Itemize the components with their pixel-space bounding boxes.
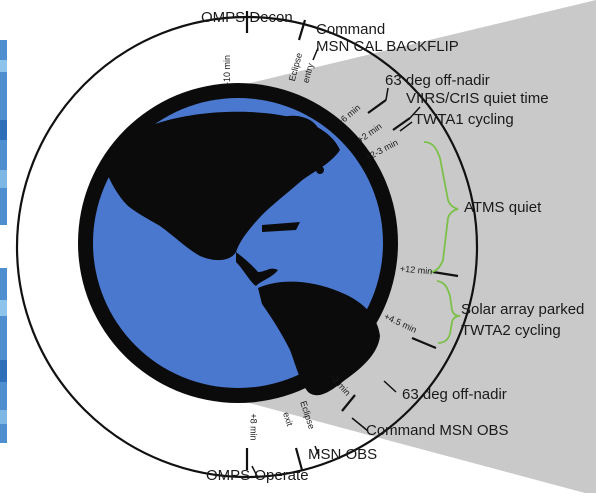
tick-label-plus8: +8 min	[248, 413, 259, 441]
label-twta2-cycling: TWTA2 cycling	[461, 322, 561, 339]
label-msn-cal-backflip: MSN CAL BACKFLIP	[316, 38, 459, 55]
green-brackets	[423, 141, 461, 344]
label-command: Command	[316, 21, 386, 38]
atms-quiet-bracket	[423, 141, 459, 273]
solar-array-bracket	[436, 280, 461, 344]
tick-label-minus10: -10 min	[222, 54, 233, 86]
leader-lines	[251, 47, 421, 479]
label-atms-quiet: ATMS quiet	[464, 199, 542, 216]
orbit-ticks	[245, 11, 459, 471]
label-solar-array-parked: Solar array parked	[461, 301, 585, 318]
tick-plus2	[392, 117, 411, 131]
tick-plus12	[432, 270, 459, 278]
earth	[78, 83, 398, 403]
label-omps-decon: OMPS Decon	[201, 9, 293, 26]
tick-eclipse-entry	[297, 19, 307, 41]
label-viirs-cris-quiet: VIIRS/CrIS quiet time	[406, 90, 549, 107]
left-edge-map-strips	[0, 40, 7, 443]
tick-minus3	[341, 394, 356, 412]
label-omps-operate: OMPS Operate	[206, 467, 309, 484]
label-command-msn-obs: Command MSN OBS	[366, 422, 509, 439]
label-off-nadir-bottom: 63 deg off-nadir	[402, 386, 507, 403]
label-off-nadir-top: 63 deg off-nadir	[385, 72, 490, 89]
tick-plus4-5	[411, 336, 437, 350]
tick-eclipse-exit	[294, 447, 304, 471]
label-msn-obs: MSN OBS	[308, 446, 378, 463]
label-twta1-cycling: TWTA1 cycling	[414, 111, 514, 128]
tick-minus6	[367, 99, 387, 114]
